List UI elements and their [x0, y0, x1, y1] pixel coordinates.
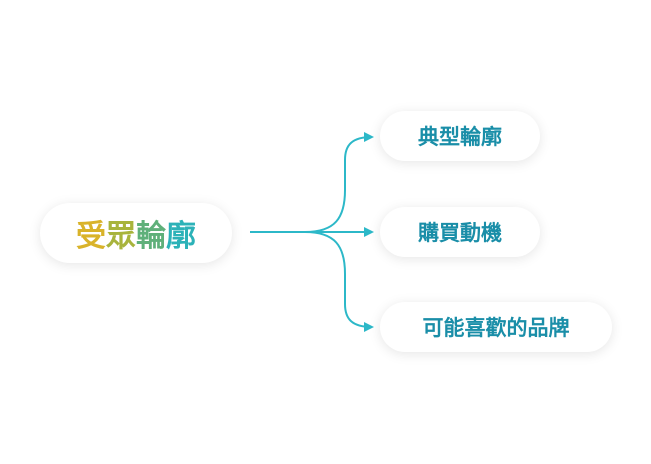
child-node-1-label: 典型輪廓 [418, 125, 502, 149]
branch-to-child-1 [304, 132, 374, 233]
root-label-char-2: 眾 [106, 219, 136, 254]
child-node-3-label: 可能喜歡的品牌 [422, 316, 570, 340]
root-label-char-4: 廓 [166, 219, 196, 254]
child-node-1[interactable]: 典型輪廓 [380, 111, 540, 161]
root-label-char-1: 受 [76, 219, 106, 254]
root-node[interactable]: 受眾輪廓 [40, 203, 232, 263]
branch-to-child-3 [304, 231, 374, 332]
child-node-3[interactable]: 可能喜歡的品牌 [380, 302, 612, 352]
child-node-2[interactable]: 購買動機 [380, 207, 540, 257]
root-label-char-3: 輪 [136, 219, 166, 254]
child-node-2-label: 購買動機 [418, 221, 502, 245]
